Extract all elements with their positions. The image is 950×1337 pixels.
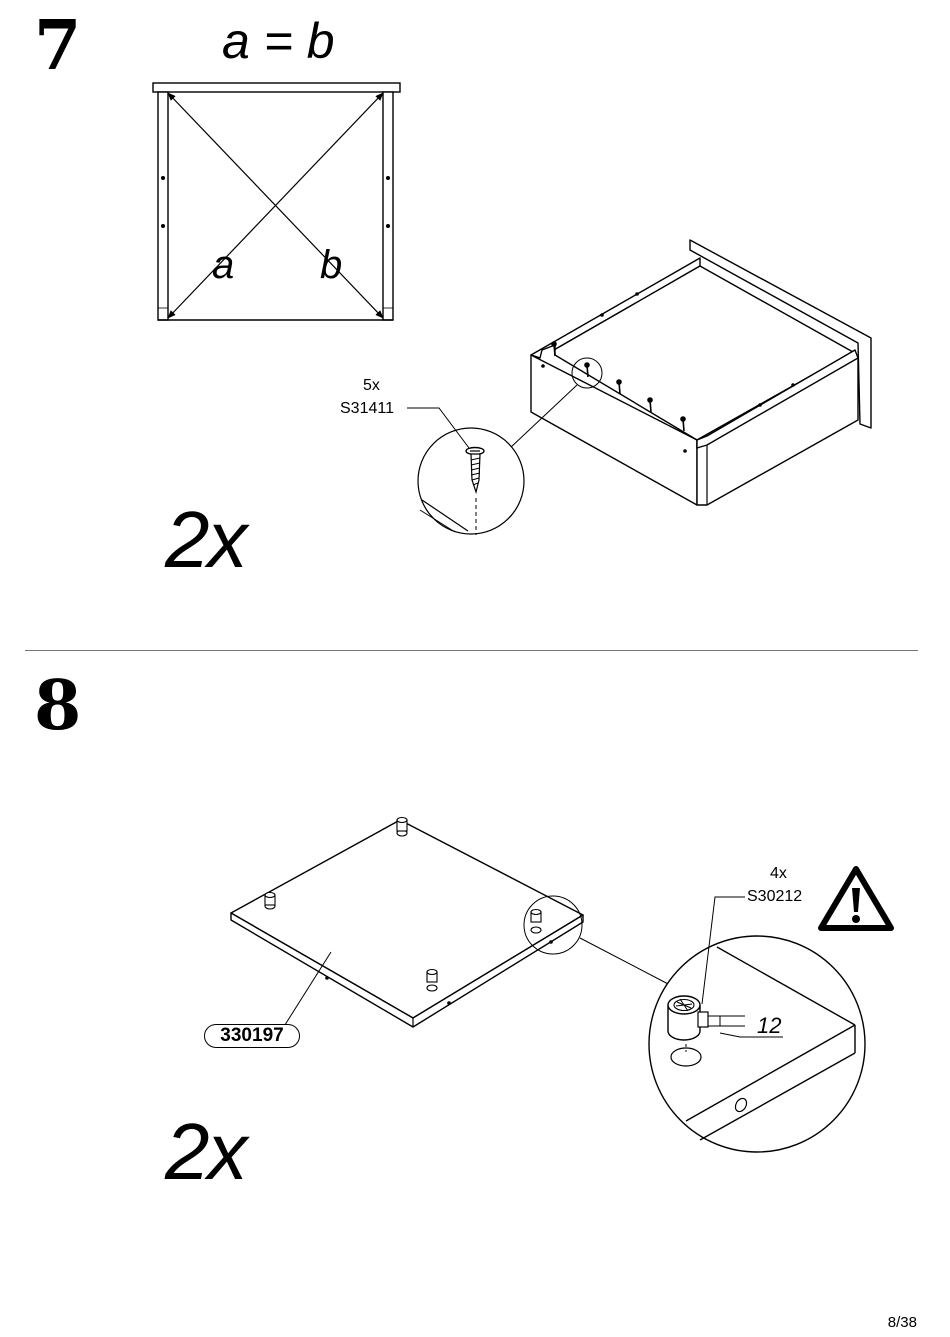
frame-holes xyxy=(161,176,390,228)
part-number-badge: 330197 xyxy=(204,1024,300,1048)
board-330197 xyxy=(231,820,583,1027)
page-number: 8/38 xyxy=(888,1314,917,1331)
screw-detail xyxy=(418,428,524,535)
diagonal-a-label: a xyxy=(212,245,234,285)
diagonal-b-label: b xyxy=(320,245,342,285)
screw-count: 5x xyxy=(363,378,380,394)
step-7-multiplier: 2x xyxy=(165,500,246,580)
diagonal-lines xyxy=(168,93,383,318)
frame-drawing xyxy=(153,83,400,320)
step-8-multiplier: 2x xyxy=(165,1112,246,1192)
cam-code: S30212 xyxy=(747,889,802,905)
cam-detail xyxy=(649,936,865,1152)
cam-dimension: 12 xyxy=(757,1015,781,1037)
screw-code: S31411 xyxy=(340,401,394,417)
drawer-box xyxy=(531,240,871,505)
step-8-number: 8 xyxy=(34,672,81,740)
cam-count: 4x xyxy=(770,866,787,882)
step-divider xyxy=(25,650,918,651)
warning-triangle-icon xyxy=(821,869,891,928)
